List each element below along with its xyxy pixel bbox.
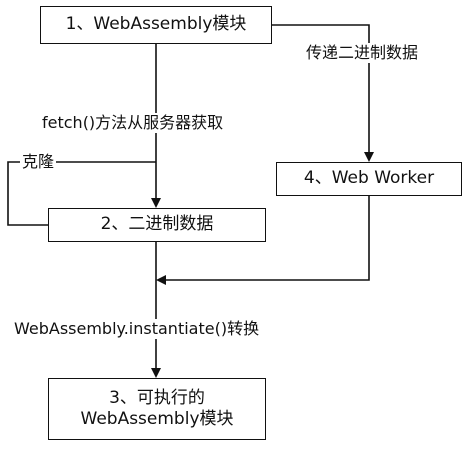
node-executable-module-label-line2: WebAssembly模块 (80, 409, 234, 429)
node-executable-module: 3、可执行的 WebAssembly模块 (48, 378, 266, 440)
node-webassembly-module-label: 1、WebAssembly模块 (65, 14, 247, 35)
edge-clone (7, 161, 156, 226)
node-webassembly-module: 1、WebAssembly模块 (40, 6, 272, 44)
edge-label-transfer: 传递二进制数据 (304, 43, 421, 63)
node-executable-module-label-line1: 3、可执行的 (109, 387, 205, 408)
node-web-worker: 4、Web Worker (276, 162, 462, 196)
node-web-worker-label: 4、Web Worker (303, 168, 435, 189)
edge-worker-return (156, 196, 370, 285)
edge-label-instantiate: WebAssembly.instantiate()转换 (12, 319, 262, 339)
node-binary-data-label: 2、二进制数据 (100, 214, 214, 235)
edge-transfer (272, 24, 374, 162)
node-binary-data: 2、二进制数据 (48, 208, 266, 242)
edge-label-fetch: fetch()方法从服务器获取 (40, 113, 226, 133)
edge-label-clone: 克隆 (20, 152, 57, 171)
